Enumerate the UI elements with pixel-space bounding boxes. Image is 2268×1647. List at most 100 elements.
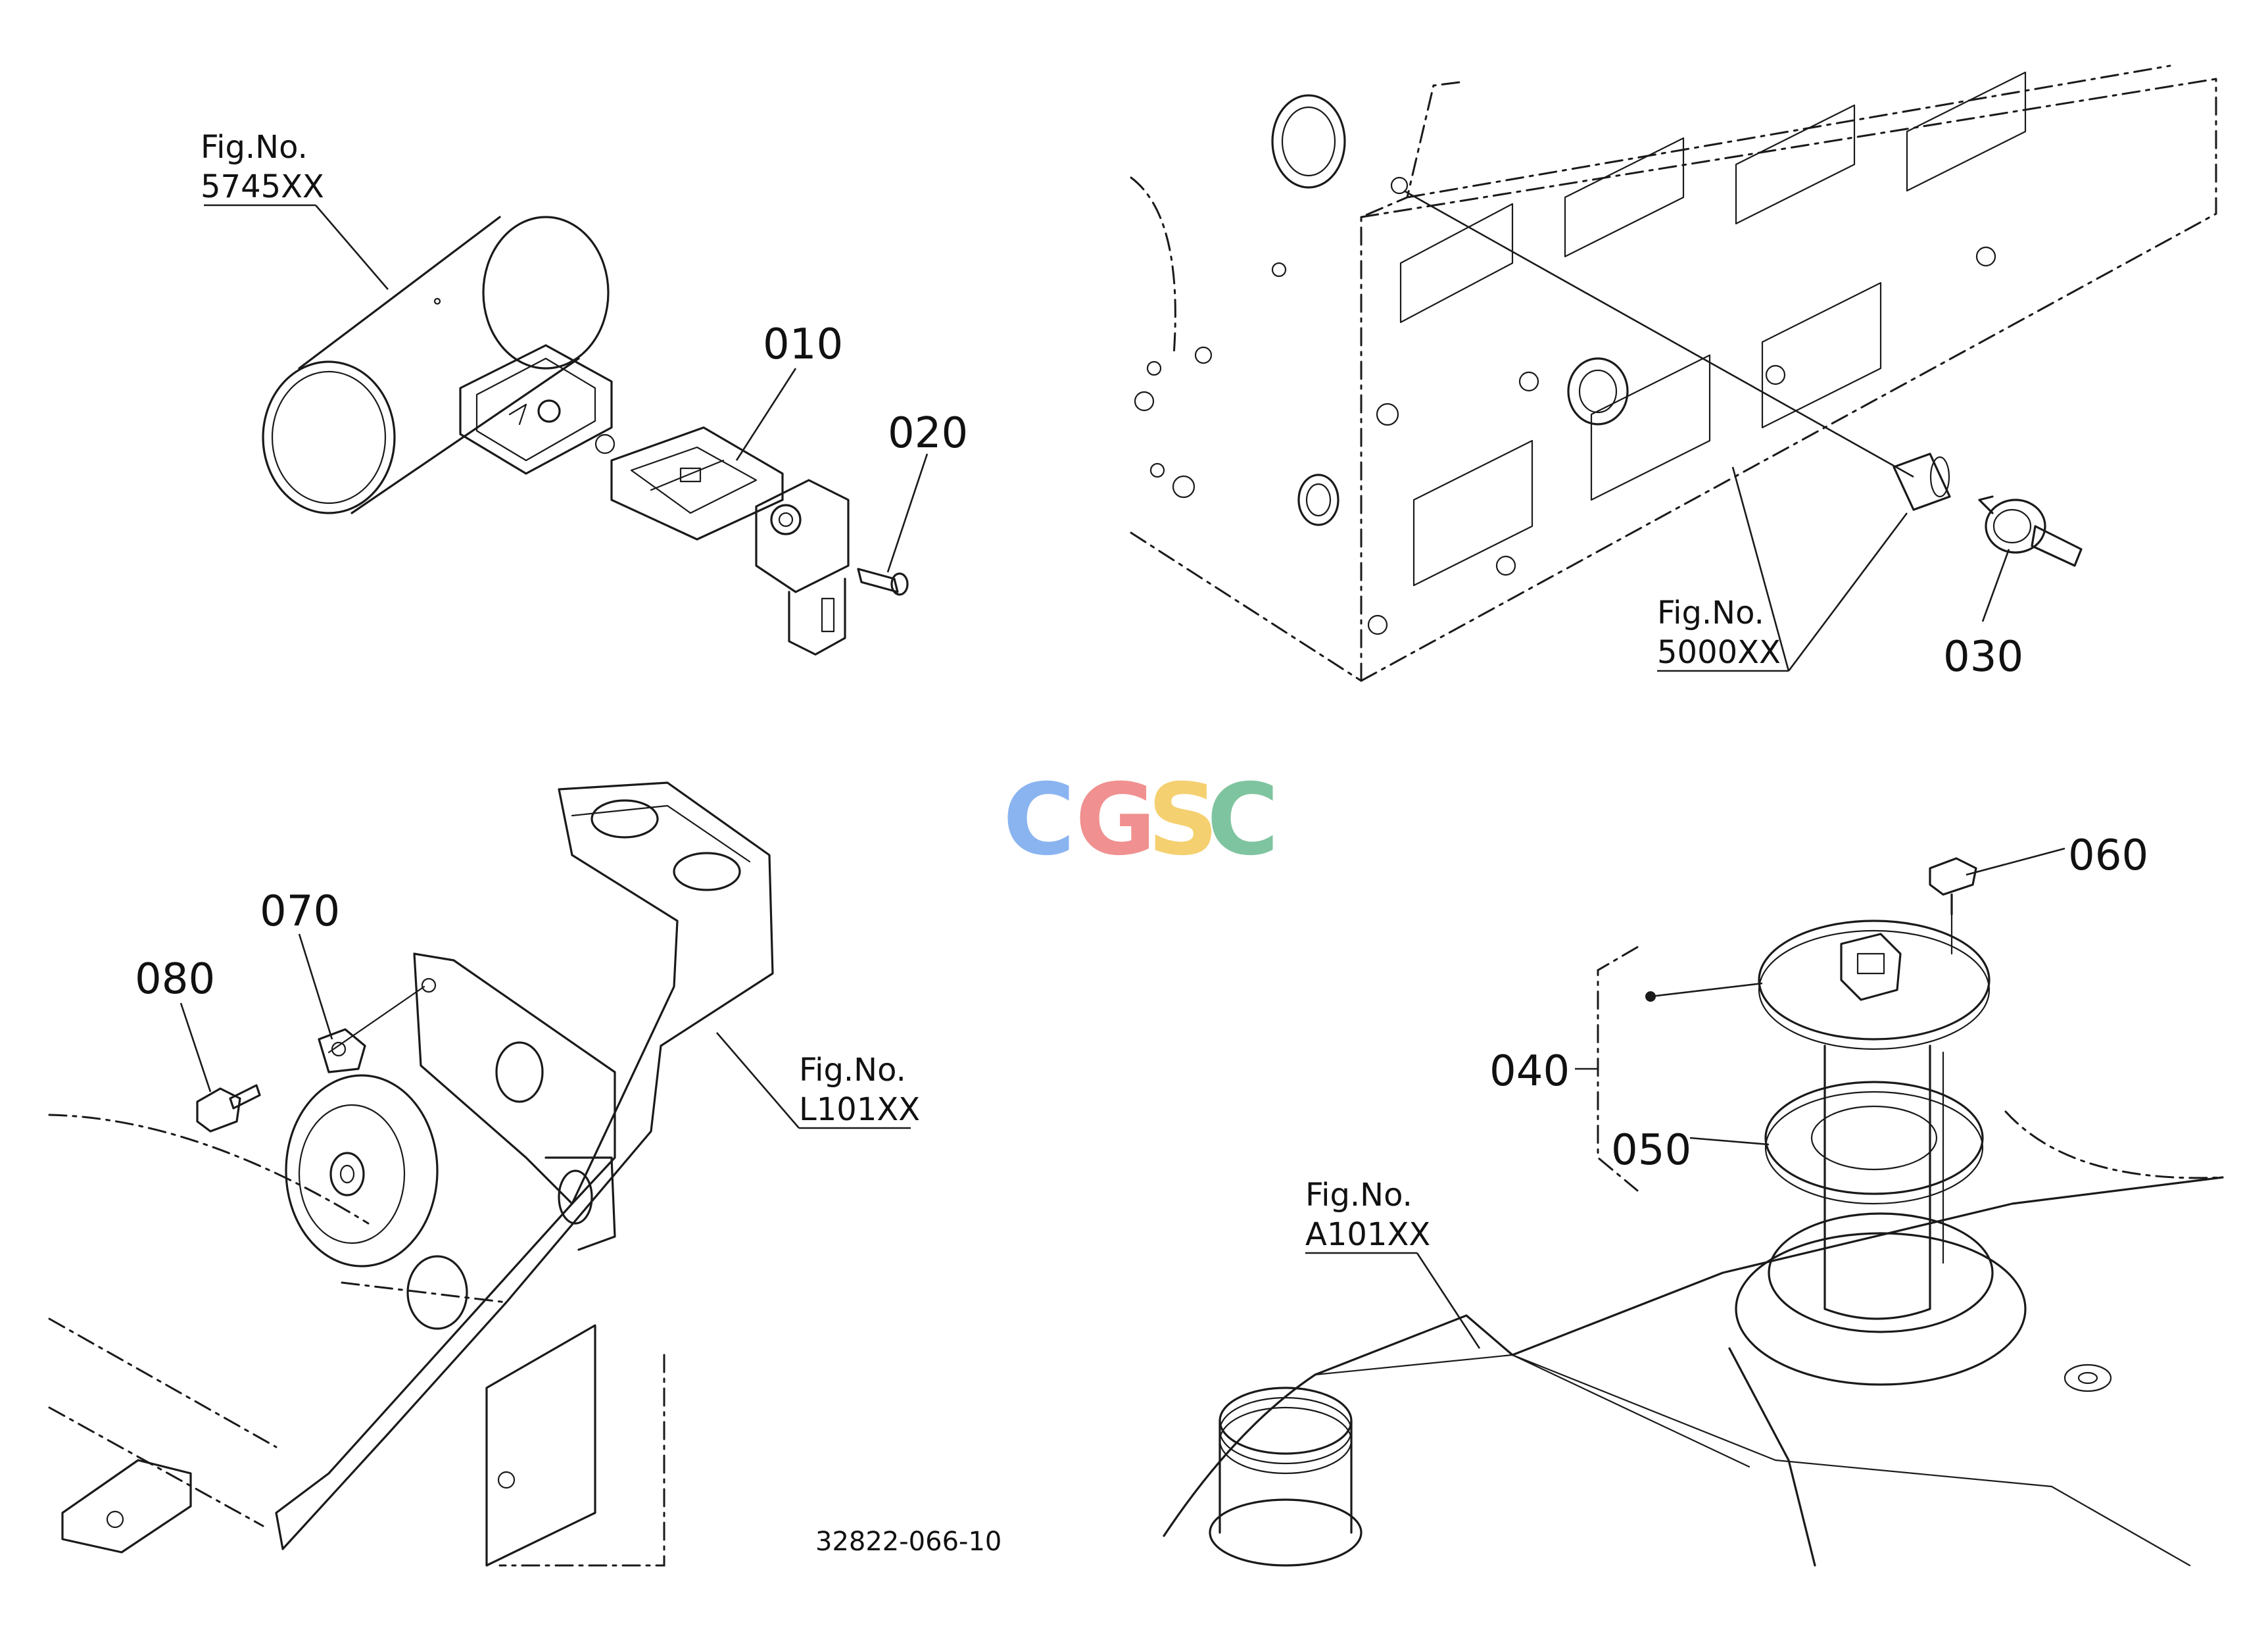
watermark-letter-2: G xyxy=(1075,763,1156,877)
watermark-letter-3: S xyxy=(1147,763,1218,877)
horn-mount-ear-hole xyxy=(331,1041,347,1057)
sender-unit-connector-pins xyxy=(1856,952,1885,975)
intake-duct-mark xyxy=(433,297,441,305)
fuel-tank-assembly xyxy=(1163,857,2224,1567)
fuel-tank-side-edge xyxy=(1728,1347,1816,1567)
assembly-group-bracket xyxy=(1597,946,1639,1192)
fuel-tank-surface-lines xyxy=(1314,1354,2191,1567)
frame-bracket-hole-upper xyxy=(591,799,659,839)
air-flow-sensor-assembly xyxy=(262,216,909,656)
intake-duct-inner-rim xyxy=(271,370,387,504)
sensor-plug xyxy=(788,578,846,656)
sensor-mount-flange xyxy=(459,344,613,475)
frame-bracket-hole-bottom xyxy=(406,1255,468,1330)
frame-lower-tab xyxy=(61,1459,192,1554)
fig-ref-5745: Fig.No. 5745XX xyxy=(201,129,324,205)
fuel-tank-far-outline xyxy=(2004,1110,2224,1179)
sensor-mount-ear-hole xyxy=(778,512,794,528)
callout-030: 030 xyxy=(1943,633,2023,681)
flange-screw-hole xyxy=(537,399,561,423)
sender-unit-flange xyxy=(1758,920,1991,1041)
frame-side-plate-hole xyxy=(497,1471,516,1489)
oil-pressure-switch-terminal xyxy=(2031,525,2083,567)
horn-install-line xyxy=(327,985,425,1054)
switch-adapter-fitting xyxy=(1893,453,1951,511)
horn-center-nut xyxy=(329,1152,365,1196)
intake-duct-top-edge xyxy=(298,216,501,370)
frame-bracket-gusset-hole xyxy=(558,1169,593,1225)
horn-mount-ear xyxy=(318,1028,366,1073)
engine-block-flywheel-side xyxy=(1130,176,1363,682)
flange-bushing xyxy=(594,433,615,455)
watermark-letter-4: C xyxy=(1207,763,1279,877)
horn-mount-plate-bolt-hole xyxy=(421,977,437,993)
fig-ref-5745-title: Fig.No. xyxy=(201,129,308,166)
fuel-tank-top-edge xyxy=(1163,1176,2224,1537)
flange-arrow-mark xyxy=(508,403,527,426)
sender-gasket-edge xyxy=(1764,1091,1984,1205)
fig-ref-5000-title: Fig.No. xyxy=(1657,595,1764,631)
intake-duct-opening xyxy=(262,360,396,514)
frame-bracket-gusset xyxy=(544,1156,616,1251)
oil-pressure-switch-body xyxy=(1985,499,2046,554)
sender-gasket-inner xyxy=(1810,1105,1938,1171)
horn-diaphragm xyxy=(298,1104,406,1244)
callout-060: 060 xyxy=(2068,831,2148,880)
callout-040: 040 xyxy=(1489,1047,1570,1096)
sensor-screw-head xyxy=(890,572,909,596)
fig-ref-l101-title: Fig.No. xyxy=(799,1052,906,1089)
watermark-logo: C G S C xyxy=(1003,763,1279,877)
horn-bolt-head xyxy=(196,1087,241,1133)
sensor-body-ridge xyxy=(650,459,725,491)
watermark-letter-1: C xyxy=(1003,763,1075,877)
sensor-mount-ear xyxy=(770,504,802,535)
callout-010: 010 xyxy=(763,320,843,369)
horn-center-hole xyxy=(339,1164,355,1184)
sender-gasket xyxy=(1764,1081,1984,1195)
frame-bracket-outline xyxy=(275,781,774,1550)
intake-duct-bottom-edge xyxy=(350,357,580,514)
engine-block-ribs xyxy=(1399,71,2027,587)
sensor-connector-housing xyxy=(755,479,850,593)
fig-ref-l101: Fig.No. L101XX xyxy=(799,1052,920,1128)
sensor-plug-pin xyxy=(821,597,835,633)
air-flow-sensor-body xyxy=(610,426,784,541)
engine-block-bosses xyxy=(1134,94,1996,635)
frame-bracket-top-flange xyxy=(571,804,751,863)
engine-block-top-deck xyxy=(1360,64,2217,218)
callout-020: 020 xyxy=(888,409,968,458)
sender-unit-connector xyxy=(1840,933,1902,1001)
callout-leaders xyxy=(180,204,2065,1349)
engine-block-outline xyxy=(1360,78,2217,682)
callout-080: 080 xyxy=(135,955,215,1004)
horn-bolt-shank xyxy=(229,1084,261,1110)
frame-chassis-outline xyxy=(48,1114,665,1567)
engine-block-assembly xyxy=(1130,64,2217,682)
intake-duct-far-end xyxy=(482,216,610,370)
sender-mount-boss-top xyxy=(1768,1212,1994,1333)
switch-install-line xyxy=(1403,189,1914,478)
sender-mount-boss xyxy=(1735,1232,2027,1386)
tank-drain-hole xyxy=(2077,1371,2098,1385)
sensor-screw-shank xyxy=(857,568,899,593)
document-number: 32822-066-10 xyxy=(815,1527,1001,1557)
fig-ref-5000: Fig.No. 5000XX xyxy=(1657,595,1781,671)
sender-screw-head xyxy=(1929,857,1977,896)
sensor-body-slot xyxy=(679,467,702,483)
frame-side-plate xyxy=(485,1324,596,1567)
frame-bracket-hole-lower xyxy=(673,852,741,891)
sensor-mount-flange-inner xyxy=(475,357,596,462)
fig-ref-a101-code: A101XX xyxy=(1305,1216,1430,1253)
fig-ref-a101-title: Fig.No. xyxy=(1305,1177,1412,1214)
fig-ref-5745-code: 5745XX xyxy=(201,168,324,205)
fig-ref-a101: Fig.No. A101XX xyxy=(1305,1177,1430,1253)
fig-ref-l101-code: L101XX xyxy=(799,1091,920,1128)
callout-050: 050 xyxy=(1611,1126,1691,1175)
sender-unit-flange-edge xyxy=(1758,929,1991,1050)
fuel-filler-neck-sides xyxy=(1218,1419,1353,1534)
oil-pressure-switch-hex xyxy=(1978,495,1994,514)
callout-070: 070 xyxy=(260,887,340,936)
horn-body xyxy=(285,1074,439,1267)
